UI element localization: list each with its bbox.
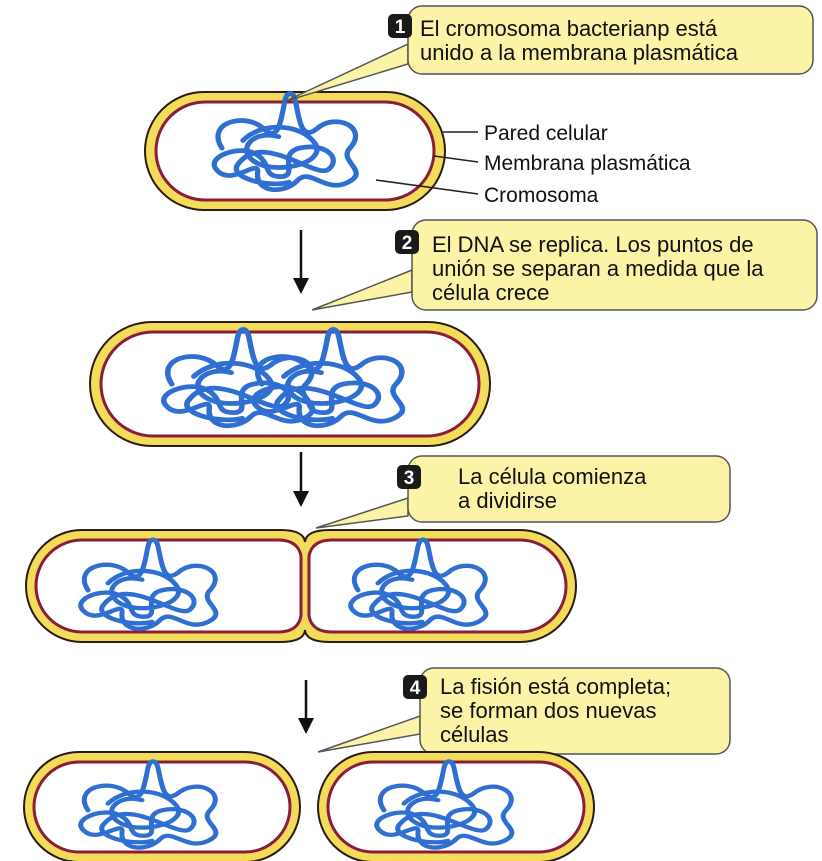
cell-stage-3	[25, 529, 577, 643]
step-text-line: se forman dos nuevas	[440, 698, 656, 723]
step-number-badge	[397, 465, 421, 489]
step-number-badge	[403, 675, 427, 699]
step-number-badge	[388, 14, 412, 38]
callout-step-4: 4 La fisión está completa; se forman dos…	[317, 667, 731, 755]
step-text-line: El cromosoma bacterianp está	[420, 16, 718, 41]
step-number: 3	[404, 468, 415, 489]
step-text-line: La célula comienza	[458, 464, 647, 489]
step-text-line: El DNA se replica. Los puntos de	[432, 232, 754, 257]
step-number-badge	[395, 230, 419, 254]
callout-step-2: 2 El DNA se replica. Los puntos de unión…	[311, 219, 818, 311]
step-text-line: unión se separan a medida que la	[432, 256, 764, 281]
step-text-line: a dividirse	[458, 488, 557, 513]
down-arrow-icon	[293, 452, 309, 507]
plasma-membrane	[326, 760, 586, 854]
label-leaders	[375, 131, 479, 195]
daughter-cell-right	[317, 751, 595, 861]
step-number: 4	[410, 678, 421, 699]
cell-stage-1	[144, 92, 446, 211]
daughter-cell-left	[23, 751, 301, 861]
step-number: 2	[402, 233, 413, 254]
down-arrow-icon	[293, 230, 309, 294]
label-plasma-membrane: Membrana plasmática	[484, 152, 691, 175]
step-text-line: células	[440, 722, 508, 747]
callout-step-3: 3 La célula comienza a dividirse	[315, 455, 731, 529]
cell-stage-2	[89, 321, 491, 447]
label-chromosome: Cromosoma	[484, 184, 599, 207]
step-number: 1	[395, 17, 406, 38]
step-text-line: célula crece	[432, 280, 549, 305]
down-arrow-icon	[298, 680, 314, 734]
callout-step-1: 1 El cromosoma bacterianp está unido a l…	[285, 5, 814, 102]
step-text-line: La fisión está completa;	[440, 674, 671, 699]
label-cell-wall: Pared celular	[484, 122, 608, 145]
step-text-line: unido a la membrana plasmática	[420, 40, 739, 65]
